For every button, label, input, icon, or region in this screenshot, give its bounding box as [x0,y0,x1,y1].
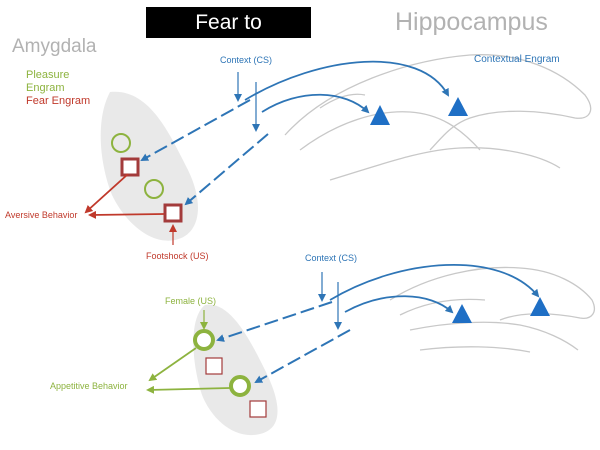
female-us-label: Female (US) [165,296,216,306]
hippocampus-label: Hippocampus [395,8,548,36]
contextual-engram-label: Contextual Engram [474,54,560,65]
footshock-label: Footshock (US) [146,251,209,261]
aversive-behavior-label: Aversive Behavior [5,210,77,220]
engram-cell-top-2 [448,97,468,116]
engram-curve-top-2 [261,93,370,114]
appetitive-arrow-2 [146,385,231,394]
hippocampus-outline-top [284,54,592,181]
fear-engram-label: Fear Engram [26,95,90,107]
projection-top-1 [140,99,251,161]
engram-cell-bottom-1 [452,304,472,323]
pleasure-engram-bottom-2 [229,375,251,397]
engram-cell-bottom-2 [530,297,550,316]
pleasure-engram-label-1: Pleasure [26,69,69,81]
fear-engram-bottom-2 [249,400,267,418]
engram-curve-bottom-2 [344,295,454,314]
aversive-arrow-2 [88,210,165,219]
fear-engram-top-1 [120,157,140,177]
engram-cell-top-1 [370,105,390,125]
engram-curve-top-1 [244,60,449,101]
pleasure-engram-top-2 [144,179,164,199]
pleasure-engram-top-1 [111,133,131,153]
appetitive-arrow-1 [148,347,197,382]
projection-top-2 [184,133,269,206]
pleasure-engram-bottom-1 [193,329,215,351]
projection-bottom-2 [254,329,351,383]
appetitive-behavior-label: Appetitive Behavior [50,381,128,391]
projection-bottom-1 [216,301,333,342]
amygdala-region-top [100,91,198,241]
fear-engram-bottom-1 [205,357,223,375]
aversive-arrow-1 [84,173,129,214]
engram-curve-bottom-1 [329,264,540,301]
context-cs-label-top: Context (CS) [220,55,272,65]
pleasure-engram-label-2: Engram [26,82,65,94]
fear-engram-top-2 [163,203,183,223]
slide-title: Fear to [146,7,311,38]
context-cs-label-bottom: Context (CS) [305,253,357,263]
hippocampus-outline-bottom [389,266,595,353]
amygdala-label: Amygdala [12,36,97,57]
